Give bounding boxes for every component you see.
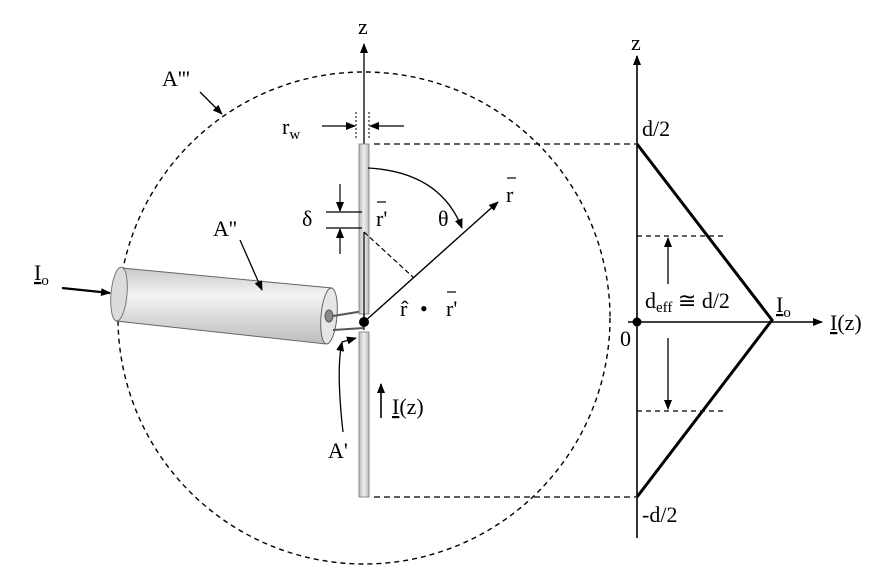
r-prime-label: r' — [376, 206, 387, 231]
a3-label: A''' — [162, 66, 190, 91]
iz-mid-label: I(z) — [392, 394, 424, 419]
dipole-lower-arm — [358, 331, 370, 498]
minus-d-half-label: -d/2 — [642, 502, 677, 527]
theta-arc — [367, 167, 463, 229]
r-vec-label: r — [506, 182, 514, 207]
a3-pointer — [199, 91, 223, 115]
sphere-a3 — [117, 71, 611, 565]
dashed-projection — [363, 231, 415, 279]
iz-axis-label: I(z) — [830, 310, 862, 335]
a2-pointer — [239, 239, 263, 291]
d-half-label: d/2 — [642, 116, 670, 141]
r-hat-label: r̂ — [400, 296, 409, 321]
theta-label: θ — [438, 206, 449, 231]
r-prime-dot-label: r' — [446, 296, 457, 321]
deff-label: deff ≅ d/2 — [645, 288, 730, 316]
io-right-label: Io — [776, 292, 791, 321]
io-input-arrow — [61, 286, 111, 297]
plot-origin-dot — [632, 317, 642, 327]
a1-label: A' — [328, 438, 348, 463]
r-vector — [363, 201, 499, 323]
z-label-left: z — [358, 14, 368, 39]
delta-label: δ — [302, 206, 312, 231]
zero-label: 0 — [620, 326, 631, 351]
current-distribution-curve — [635, 143, 774, 498]
io-left-label: Io — [34, 260, 49, 289]
rw-label: rw — [282, 114, 300, 143]
a1-pointer — [336, 341, 345, 433]
dot-product-label: • — [420, 296, 428, 321]
a2-label: A'' — [213, 216, 237, 241]
z-label-right: z — [631, 30, 641, 55]
a1-pointer-end — [341, 336, 357, 345]
coax-cable — [110, 266, 365, 345]
